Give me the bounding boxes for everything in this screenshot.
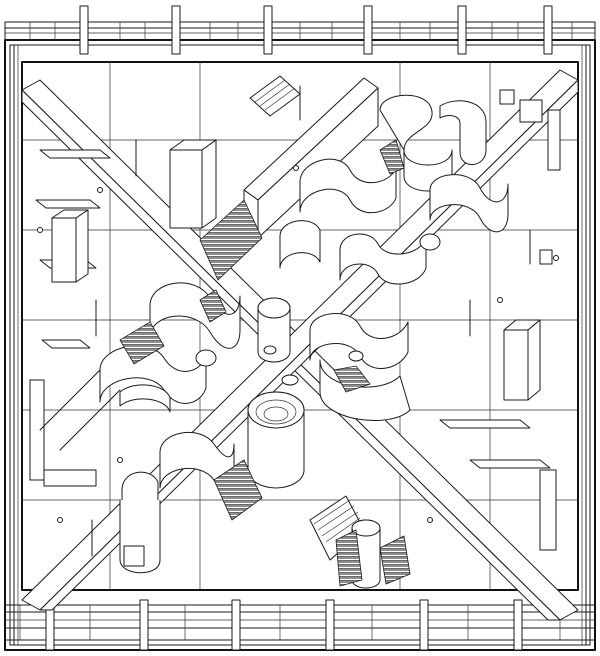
serpentine-walls-upper [279, 94, 509, 421]
top-balcony-rail [4, 5, 596, 55]
right-quadrant-fixtures [439, 89, 561, 551]
lower-left-booth [119, 431, 263, 574]
small-fixtures [37, 85, 559, 557]
central-cylinders [247, 297, 305, 489]
serpentine-walls-lower [99, 282, 241, 413]
side-rails [13, 44, 587, 646]
bottom-stair-assembly [309, 495, 411, 589]
bottom-balcony-rail [4, 599, 596, 651]
